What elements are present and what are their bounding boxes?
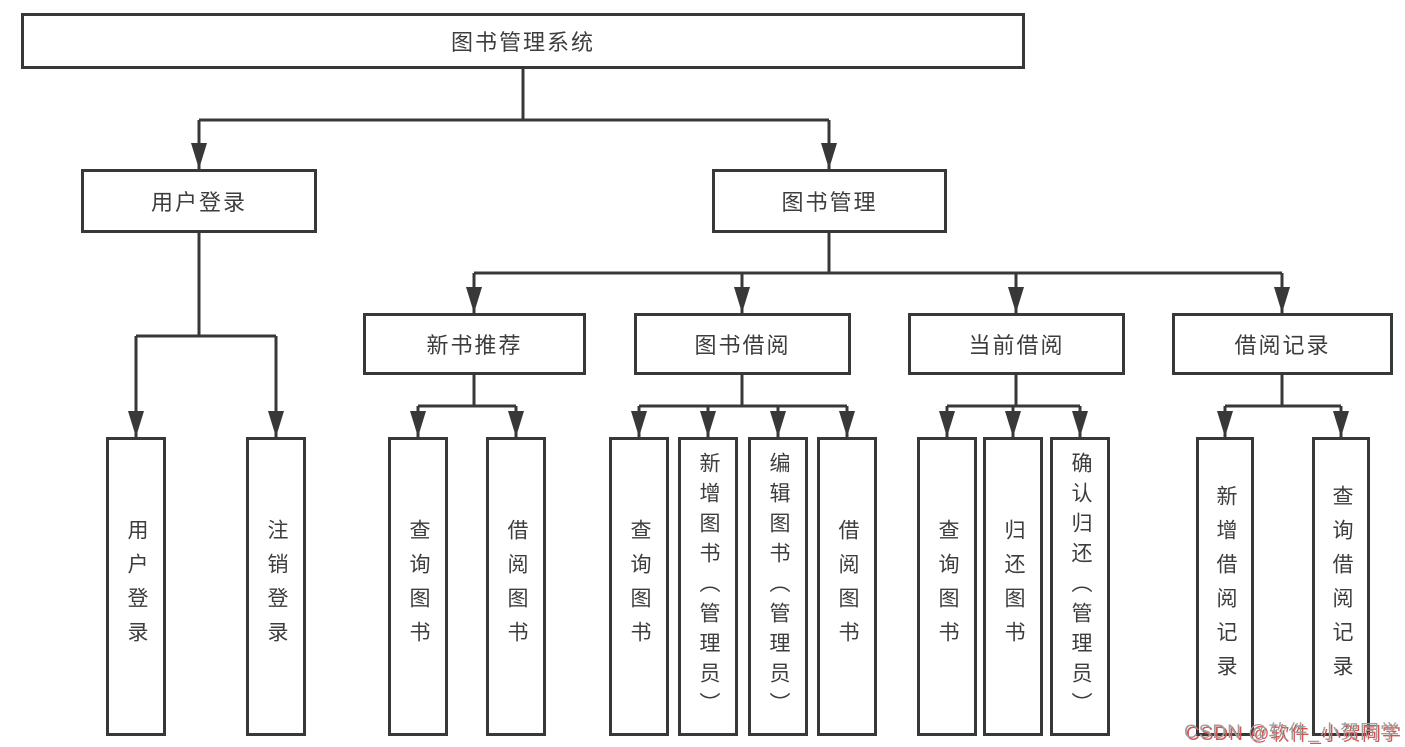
node-new-book-recommend-label: 新书推荐 xyxy=(426,333,523,358)
leaf-logout-label: 注销登录 xyxy=(265,518,288,655)
leaf-user-login-label: 用户登录 xyxy=(125,518,148,655)
node-root: 图书管理系统 xyxy=(21,13,1025,69)
leaf-borrow-books-recommend-label: 借阅图书 xyxy=(505,518,528,655)
node-book-borrowing-label: 图书借阅 xyxy=(694,333,791,358)
node-new-book-recommend: 新书推荐 xyxy=(363,313,586,375)
node-current-borrowing-label: 当前借阅 xyxy=(968,333,1065,358)
leaf-query-books-recommend-label: 查询图书 xyxy=(407,518,430,655)
node-borrowing-records-label: 借阅记录 xyxy=(1234,333,1331,358)
leaf-edit-books-admin-label: 编辑图书（管理员） xyxy=(767,451,790,722)
leaf-add-books-admin-label: 新增图书（管理员） xyxy=(697,451,720,722)
leaf-query-books-borrowing-label: 查询图书 xyxy=(628,518,651,655)
leaf-user-login: 用户登录 xyxy=(106,437,166,736)
node-user-login: 用户登录 xyxy=(81,169,317,233)
leaf-logout: 注销登录 xyxy=(246,437,306,736)
leaf-return-books-label: 归还图书 xyxy=(1002,518,1025,655)
leaf-confirm-return-admin: 确认归还（管理员） xyxy=(1050,437,1110,736)
leaf-add-borrow-record: 新增借阅记录 xyxy=(1196,437,1254,736)
node-root-label: 图书管理系统 xyxy=(450,30,595,55)
node-book-management: 图书管理 xyxy=(712,169,947,233)
node-user-login-label: 用户登录 xyxy=(150,190,247,215)
leaf-query-books-borrowing: 查询图书 xyxy=(609,437,669,736)
arrowheads xyxy=(128,143,1349,437)
leaf-return-books: 归还图书 xyxy=(983,437,1043,736)
csdn-watermark: CSDN @软件_小贺同学 xyxy=(1184,722,1400,743)
node-current-borrowing: 当前借阅 xyxy=(908,313,1125,375)
leaf-borrow-books-recommend: 借阅图书 xyxy=(486,437,546,736)
leaf-edit-books-admin: 编辑图书（管理员） xyxy=(748,437,808,736)
leaf-query-borrow-record-label: 查询借阅记录 xyxy=(1330,484,1353,689)
node-borrowing-records: 借阅记录 xyxy=(1172,313,1393,375)
leaf-query-borrow-record: 查询借阅记录 xyxy=(1312,437,1370,736)
leaf-borrow-books: 借阅图书 xyxy=(817,437,877,736)
node-book-borrowing: 图书借阅 xyxy=(634,313,851,375)
leaf-query-books-recommend: 查询图书 xyxy=(388,437,448,736)
leaf-confirm-return-admin-label: 确认归还（管理员） xyxy=(1069,451,1092,722)
node-book-management-label: 图书管理 xyxy=(781,190,878,215)
leaf-add-books-admin: 新增图书（管理员） xyxy=(678,437,738,736)
tree-edges xyxy=(134,69,1343,437)
leaf-borrow-books-label: 借阅图书 xyxy=(836,518,859,655)
leaf-query-books-current: 查询图书 xyxy=(917,437,977,736)
leaf-add-borrow-record-label: 新增借阅记录 xyxy=(1214,484,1237,689)
leaf-query-books-current-label: 查询图书 xyxy=(936,518,959,655)
